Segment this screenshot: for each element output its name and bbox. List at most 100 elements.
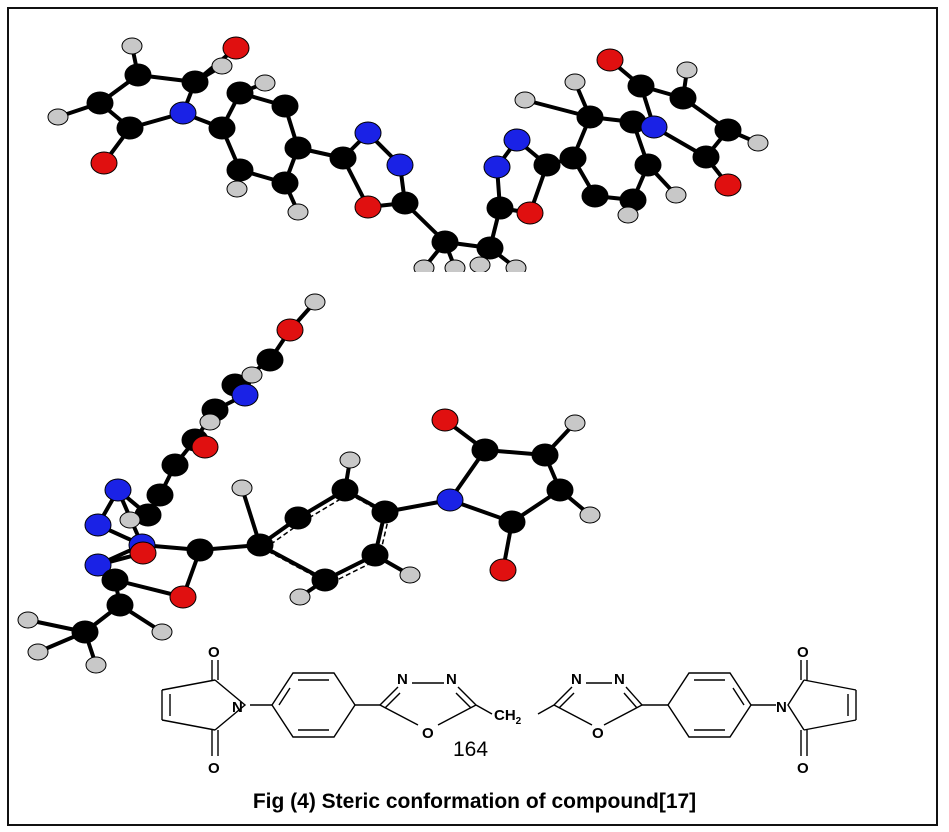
right-oxadiazole: N N O xyxy=(553,671,643,742)
carbon-atom xyxy=(161,453,189,477)
hydrogen-atom xyxy=(617,206,639,224)
oxygen-atom xyxy=(489,558,517,582)
methylene-bridge: CH2 xyxy=(494,707,522,727)
oxygen-atom xyxy=(714,173,742,197)
hydrogen-atom xyxy=(27,643,49,661)
carbon-atom xyxy=(371,500,399,524)
carbon-atom xyxy=(486,196,514,220)
crop-strip xyxy=(400,272,550,282)
carbon-atom xyxy=(71,620,99,644)
right-carbonyl-oxygen-bottom: O xyxy=(797,760,809,777)
oxygen-atom xyxy=(354,195,382,219)
right-oxadiazole-nitrogen-2: N xyxy=(614,671,625,688)
hydrogen-atom xyxy=(199,413,221,431)
carbon-atom xyxy=(431,230,459,254)
hydrogen-atom xyxy=(747,134,769,152)
left-carbonyl-oxygen-bottom: O xyxy=(208,760,220,777)
left-oxadiazole-nitrogen-1: N xyxy=(397,671,408,688)
carbon-atom xyxy=(329,146,357,170)
carbon-atom xyxy=(669,86,697,110)
carbon-atom xyxy=(546,478,574,502)
hydrogen-atom xyxy=(254,74,276,92)
nitrogen-atom xyxy=(436,488,464,512)
right-oxadiazole-nitrogen-1: N xyxy=(571,671,582,688)
nitrogen-atom xyxy=(169,101,197,125)
nitrogen-atom xyxy=(386,153,414,177)
carbon-atom xyxy=(208,116,236,140)
hydrogen-atom xyxy=(47,108,69,126)
left-benzene xyxy=(271,672,356,738)
left-oxadiazole-oxygen: O xyxy=(422,725,434,742)
hydrogen-atom xyxy=(564,73,586,91)
carbon-atom xyxy=(271,94,299,118)
right-oxadiazole-oxygen: O xyxy=(592,725,604,742)
hydrogen-atom xyxy=(121,37,143,55)
nitrogen-atom xyxy=(84,553,112,577)
hydrogen-atom xyxy=(676,61,698,79)
carbon-atom xyxy=(498,510,526,534)
hydrogen-atom xyxy=(151,623,173,641)
hydrogen-atom xyxy=(287,203,309,221)
carbon-atom xyxy=(146,483,174,507)
carbon-atom xyxy=(186,538,214,562)
atoms xyxy=(47,36,769,282)
carbon-atom xyxy=(284,136,312,160)
carbon-atom xyxy=(476,236,504,260)
carbon-atom xyxy=(311,568,339,592)
carbon-atom xyxy=(101,568,129,592)
hydrogen-atom xyxy=(579,506,601,524)
hydrogen-atom xyxy=(514,91,536,109)
nitrogen-atom xyxy=(104,478,132,502)
oxygen-atom xyxy=(129,541,157,565)
carbon-atom xyxy=(471,438,499,462)
carbon-atom xyxy=(581,184,609,208)
hydrogen-atom xyxy=(211,57,233,75)
left-oxadiazole-nitrogen-2: N xyxy=(446,671,457,688)
left-imide-nitrogen: N xyxy=(232,699,243,716)
right-maleimide: O O N xyxy=(776,644,857,777)
carbon-atom xyxy=(331,478,359,502)
left-carbonyl-oxygen-top: O xyxy=(208,644,220,661)
hydrogen-atom xyxy=(399,566,421,584)
page-number: 164 xyxy=(453,738,489,761)
carbon-atom xyxy=(124,63,152,87)
carbon-atom xyxy=(533,153,561,177)
right-benzene xyxy=(667,672,752,738)
carbon-atom xyxy=(627,74,655,98)
nitrogen-atom xyxy=(231,383,259,407)
left-oxadiazole: N N O xyxy=(379,671,477,742)
right-carbonyl-oxygen-top: O xyxy=(797,644,809,661)
oxygen-atom xyxy=(596,48,624,72)
oxygen-atom xyxy=(431,408,459,432)
carbon-atom xyxy=(634,153,662,177)
hydrogen-atom xyxy=(17,611,39,629)
hydrogen-atom xyxy=(665,186,687,204)
carbon-atom xyxy=(226,81,254,105)
carbon-atom xyxy=(531,443,559,467)
hydrogen-atom xyxy=(119,511,141,529)
carbon-atom xyxy=(714,118,742,142)
carbon-atom xyxy=(246,533,274,557)
carbon-atom xyxy=(391,191,419,215)
carbon-atom xyxy=(271,171,299,195)
hydrogen-atom xyxy=(564,414,586,432)
hydrogen-atom xyxy=(289,588,311,606)
hydrogen-atom xyxy=(469,256,491,274)
hydrogen-atom xyxy=(339,451,361,469)
nitrogen-atom xyxy=(354,121,382,145)
carbon-atom xyxy=(106,593,134,617)
nitrogen-atom xyxy=(503,128,531,152)
oxygen-atom xyxy=(90,151,118,175)
hydrogen-atom xyxy=(304,293,326,311)
carbon-atom xyxy=(559,146,587,170)
oxygen-atom xyxy=(276,318,304,342)
oxygen-atom xyxy=(169,585,197,609)
nitrogen-atom xyxy=(640,115,668,139)
nitrogen-atom xyxy=(483,155,511,179)
oxygen-atom xyxy=(222,36,250,60)
left-maleimide: O O N xyxy=(161,644,247,777)
molecule-3d-top xyxy=(47,36,769,282)
carbon-atom xyxy=(181,70,209,94)
figure-caption: Fig (4) Steric conformation of compound[… xyxy=(252,790,697,813)
